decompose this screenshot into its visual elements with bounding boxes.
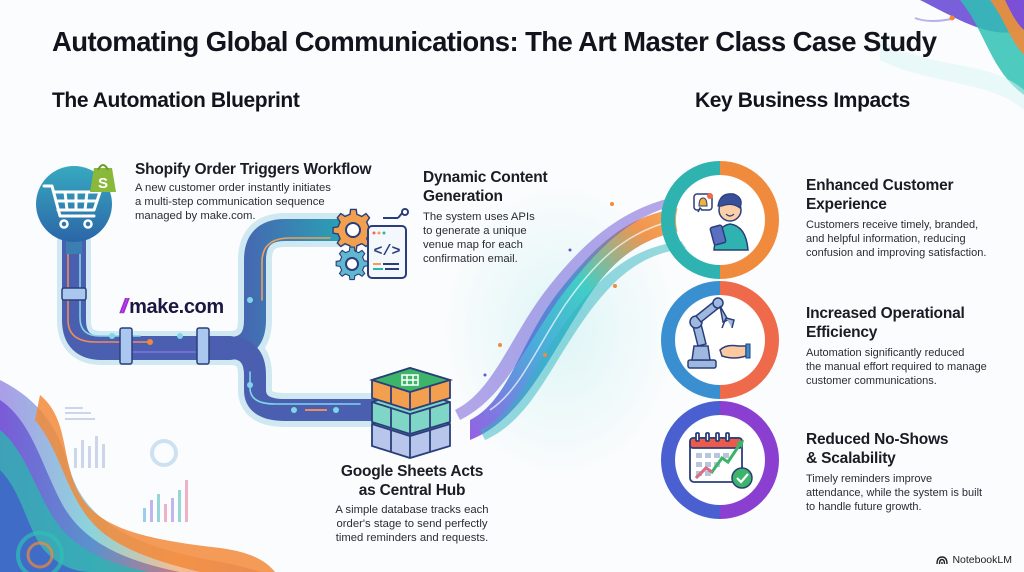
- spreadsheet-stack-icon: [369, 367, 454, 459]
- impact-description-line: Customers receive timely, branded,: [806, 219, 979, 231]
- step-description-line: A simple database tracks each: [335, 504, 489, 516]
- step-description-line: The system uses APIs: [423, 211, 535, 223]
- brand-label: NotebookLM: [952, 554, 1012, 566]
- impact-rings: [661, 161, 779, 519]
- impact-description-line: and helpful information, reducing: [806, 233, 966, 245]
- page-title: Automating Global Communications: The Ar…: [52, 26, 937, 57]
- step-title: Google Sheets Acts as Central Hub: [330, 462, 494, 500]
- blueprint-heading: The Automation Blueprint: [52, 89, 300, 112]
- step-description-line: to generate a unique: [423, 225, 527, 237]
- step-description-line: venue map for each: [423, 239, 523, 251]
- svg-text:</>: </>: [373, 243, 400, 260]
- step-title-line: Dynamic Content: [423, 169, 548, 186]
- impact-operational-efficiency: Increased Operational Efficiency Automat…: [806, 304, 987, 388]
- impact-title-line: Efficiency: [806, 324, 878, 341]
- impact-title-line: & Scalability: [806, 450, 896, 467]
- make-logo-text: make.com: [129, 296, 224, 318]
- customer-notification-icon: [693, 193, 749, 251]
- step-dynamic-content: Dynamic Content Generation The system us…: [423, 168, 548, 266]
- step-title: Shopify Order Triggers Workflow: [135, 161, 372, 178]
- impact-description-line: customer communications.: [806, 375, 937, 387]
- step-title-line: Google Sheets Acts: [340, 463, 484, 480]
- step-description-line: managed by make.com.: [135, 210, 256, 222]
- shopify-bag-icon: S: [90, 164, 116, 192]
- svg-text:S: S: [98, 175, 108, 192]
- gear-code-icon: </>: [332, 208, 409, 281]
- calendar-growth-icon: [689, 432, 753, 489]
- step-shopify-order: Shopify Order Triggers Workflow A new cu…: [135, 160, 372, 223]
- hand-icon: [719, 344, 747, 359]
- step-description-line: a multi-step communication sequence: [135, 196, 325, 208]
- shopping-cart-icon: S: [36, 164, 116, 242]
- impact-no-shows-scalability: Reduced No-Shows & Scalability Timely re…: [806, 430, 982, 514]
- impact-description-line: confusion and improving satisfaction.: [806, 247, 987, 259]
- impact-description-line: Automation significantly reduced: [806, 347, 965, 359]
- step-title-line: Generation: [423, 188, 503, 205]
- impact-title-line: Reduced No-Shows: [806, 431, 949, 448]
- impact-title: Enhanced Customer Experience: [806, 176, 986, 214]
- impact-title-line: Enhanced Customer: [806, 177, 954, 194]
- robot-arm-icon: [687, 297, 735, 369]
- impacts-heading: Key Business Impacts: [695, 89, 910, 112]
- step-google-sheets: Google Sheets Acts as Central Hub A simp…: [330, 462, 494, 545]
- step-description-line: order's stage to send perfectly: [336, 518, 488, 530]
- impact-description-line: to handle future growth.: [806, 501, 922, 513]
- impact-title: Increased Operational Efficiency: [806, 304, 987, 342]
- step-description-line: confirmation email.: [423, 253, 518, 265]
- notebooklm-logo-icon: [936, 556, 949, 565]
- impact-title-line: Increased Operational: [806, 305, 965, 322]
- notebooklm-watermark: NotebookLM: [936, 554, 1012, 566]
- impact-customer-experience: Enhanced Customer Experience Customers r…: [806, 176, 986, 260]
- step-description-line: timed reminders and requests.: [335, 532, 489, 544]
- make-com-logo: // make.com: [120, 296, 224, 319]
- impact-description-line: attendance, while the system is built: [806, 487, 983, 499]
- make-logo-mark-icon: //: [120, 296, 128, 318]
- step-title-line: as Central Hub: [358, 482, 466, 499]
- impact-description-line: the manual effort required to manage: [806, 361, 987, 373]
- impact-title-line: Experience: [806, 196, 887, 213]
- impact-description-line: Timely reminders improve: [806, 473, 933, 485]
- step-description-line: A new customer order instantly initiates: [135, 182, 331, 194]
- impact-title: Reduced No-Shows & Scalability: [806, 430, 982, 468]
- step-title: Dynamic Content Generation: [423, 168, 548, 206]
